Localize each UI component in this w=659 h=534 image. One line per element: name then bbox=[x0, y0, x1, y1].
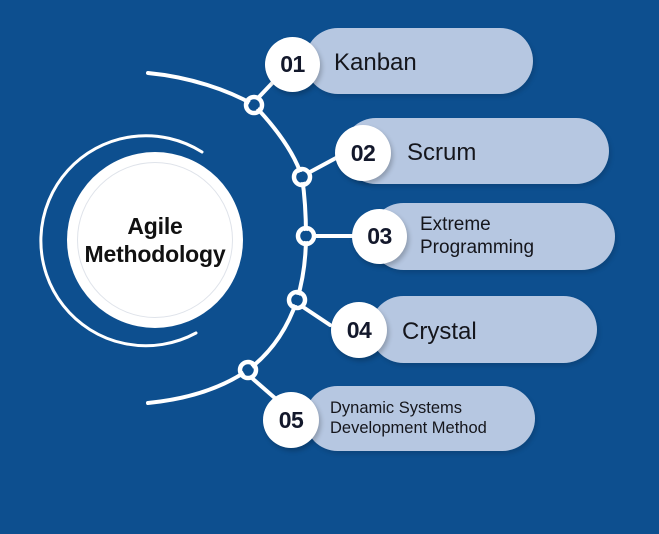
node-ring-1 bbox=[243, 94, 265, 116]
item-label-crystal: Crystal bbox=[402, 318, 477, 345]
spine-1-2 bbox=[252, 103, 304, 179]
item-label-dsdm: Dynamic Systems Development Method bbox=[330, 399, 487, 438]
arc-bottom bbox=[146, 368, 250, 405]
node-ring-4 bbox=[286, 289, 308, 311]
badge-05[interactable]: 05 bbox=[263, 392, 319, 448]
node-hole-2 bbox=[296, 171, 308, 183]
node-ring-2 bbox=[291, 166, 313, 188]
pill-extreme-programming[interactable] bbox=[370, 203, 615, 270]
pill-kanban[interactable] bbox=[305, 28, 533, 94]
node-ring-3 bbox=[295, 225, 317, 247]
spur-2 bbox=[308, 156, 338, 174]
node-hole-3 bbox=[300, 230, 312, 242]
item-label-scrum: Scrum bbox=[407, 139, 477, 166]
node-hole-5 bbox=[242, 364, 254, 376]
arc-top bbox=[146, 71, 256, 107]
node-hole-1 bbox=[248, 99, 260, 111]
spur-5 bbox=[251, 377, 278, 401]
hub-title: Agile Methodology bbox=[84, 212, 226, 267]
item-label-kanban: Kanban bbox=[334, 49, 417, 76]
node-hole-4 bbox=[291, 294, 303, 306]
node-rings bbox=[237, 94, 317, 381]
item-label-extreme-programming: Extreme Programming bbox=[420, 214, 535, 259]
badge-04[interactable]: 04 bbox=[331, 302, 387, 358]
badge-02[interactable]: 02 bbox=[335, 125, 391, 181]
spur-4 bbox=[301, 305, 332, 327]
spine-4-5 bbox=[246, 298, 299, 372]
badge-01[interactable]: 01 bbox=[265, 37, 320, 92]
pill-crystal[interactable] bbox=[370, 296, 597, 363]
badge-03[interactable]: 03 bbox=[352, 209, 407, 264]
hub-outer-ring-arc bbox=[39, 134, 204, 348]
node-ring-5 bbox=[237, 359, 259, 381]
central-hub: Agile Methodology bbox=[67, 152, 243, 328]
pill-dsdm[interactable] bbox=[305, 386, 535, 451]
